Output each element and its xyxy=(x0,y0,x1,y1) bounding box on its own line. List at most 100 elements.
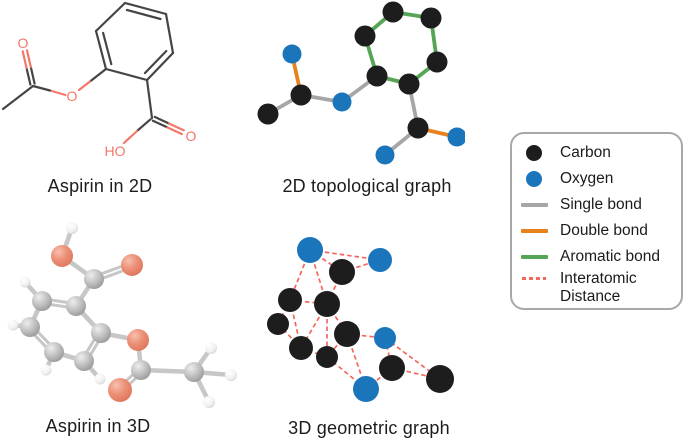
carbon-node xyxy=(290,84,312,106)
hydrogen-atom xyxy=(94,373,106,385)
atom-label: O xyxy=(18,35,29,51)
skeletal-bond xyxy=(88,67,108,83)
hydrogen-atom xyxy=(66,222,78,234)
legend-label: Double bond xyxy=(560,222,648,239)
legend-label: Single bond xyxy=(560,196,642,213)
legend-label: Aromatic bond xyxy=(560,248,660,265)
legend-box: Carbon Oxygen Single bond Double bond Ar… xyxy=(510,132,683,310)
skeletal-bond xyxy=(94,29,108,71)
skeletal-bond xyxy=(145,78,154,120)
skeletal-bond xyxy=(31,84,52,92)
carbon-node xyxy=(329,259,355,285)
oxygen-node xyxy=(375,145,395,165)
skeletal-bond xyxy=(143,49,168,75)
aromatic-bond-marker-icon xyxy=(520,255,548,259)
carbon-atom xyxy=(84,269,104,289)
skeletal-bond xyxy=(25,49,32,69)
skeletal-bond xyxy=(125,8,162,21)
oxygen-atom xyxy=(51,245,73,267)
carbon-atom xyxy=(32,291,52,311)
geometric-graph xyxy=(267,237,454,402)
hydrogen-atom xyxy=(7,319,19,331)
skeletal-bond xyxy=(25,66,32,86)
oxygen-atom xyxy=(121,254,143,276)
hydrogen-atom xyxy=(205,342,217,354)
skeletal-bond xyxy=(168,122,185,132)
oxygen-marker-icon xyxy=(526,171,542,187)
carbon-node xyxy=(366,65,388,87)
oxygen-node xyxy=(368,248,392,272)
skeletal-bond xyxy=(145,51,175,82)
double-bond-marker-icon xyxy=(520,229,548,233)
legend-label: Interatomic Distance xyxy=(560,270,637,305)
skeletal-bond xyxy=(101,31,113,66)
legend-label: Oxygen xyxy=(560,170,614,187)
interatomic-distance-marker-icon xyxy=(522,277,546,280)
legend-item-aromatic-bond: Aromatic bond xyxy=(518,244,679,270)
legend-label: Carbon xyxy=(560,144,611,161)
caption-geometric-graph: 3D geometric graph xyxy=(288,418,450,438)
oxygen-node xyxy=(282,44,302,64)
oxygen-node xyxy=(447,127,465,147)
atom-label: O xyxy=(186,128,197,144)
hydrogen-atom xyxy=(203,396,215,408)
atom-label: HO xyxy=(105,143,126,159)
single-bond-marker-icon xyxy=(520,203,548,207)
skeletal-bond xyxy=(135,118,152,133)
skeletal-bond xyxy=(151,119,169,129)
carbon-node xyxy=(426,51,448,73)
oxygen-atom xyxy=(108,378,132,402)
oxygen-node xyxy=(374,327,396,349)
hydrogen-atom xyxy=(225,369,237,381)
interatomic-distance-edge xyxy=(326,271,343,305)
skeletal-bond xyxy=(122,129,139,145)
caption-topological-graph: 2D topological graph xyxy=(282,176,452,196)
aspirin-3d-model xyxy=(7,222,237,408)
interatomic-distance-edge xyxy=(277,323,302,349)
carbon-node xyxy=(334,321,360,347)
carbon-node xyxy=(278,288,302,312)
skeletal-bond xyxy=(153,115,171,125)
carbon-node xyxy=(316,346,338,368)
carbon-node xyxy=(407,117,429,139)
carbon-node xyxy=(257,103,279,125)
hydrogen-atom xyxy=(19,276,31,288)
legend-item-single-bond: Single bond xyxy=(518,192,679,218)
skeletal-bond xyxy=(166,126,183,136)
topological-graph xyxy=(257,1,465,165)
oxygen-atom xyxy=(127,329,149,351)
skeletal-bond xyxy=(94,1,127,33)
interatomic-distance-edge xyxy=(365,367,393,390)
skeletal-bond xyxy=(123,1,168,16)
carbon-atom xyxy=(74,351,94,371)
legend-item-interatomic-distance: Interatomic Distance xyxy=(518,270,679,310)
carbon-node xyxy=(420,7,442,29)
carbon-atom xyxy=(20,317,40,337)
skeletal-bond xyxy=(29,65,36,85)
oxygen-node xyxy=(332,92,352,112)
skeletal-bond xyxy=(1,84,35,111)
carbon-node xyxy=(398,73,420,95)
carbon-node xyxy=(379,355,405,381)
carbon-atom xyxy=(131,360,151,380)
skeletal-bond xyxy=(48,89,67,97)
skeletal-bond xyxy=(77,80,92,92)
carbon-atom xyxy=(66,296,86,316)
caption-aspirin-2d: Aspirin in 2D xyxy=(47,176,153,196)
caption-aspirin-3d: Aspirin in 3D xyxy=(45,416,151,436)
atom-label: O xyxy=(67,88,78,104)
carbon-node xyxy=(426,365,454,393)
hydrogen-atom xyxy=(40,364,52,376)
legend-item-oxygen: Oxygen xyxy=(518,166,679,192)
legend-item-carbon: Carbon xyxy=(518,140,679,166)
skeletal-bond xyxy=(21,50,28,70)
oxygen-node xyxy=(353,376,379,402)
carbon-node xyxy=(267,313,289,335)
interatomic-distance-edge xyxy=(384,337,441,380)
carbon-node xyxy=(382,1,404,23)
skeletal-bond xyxy=(104,67,149,82)
carbon-atom xyxy=(44,342,64,362)
carbon-marker-icon xyxy=(526,145,542,161)
oxygen-node xyxy=(297,237,323,263)
